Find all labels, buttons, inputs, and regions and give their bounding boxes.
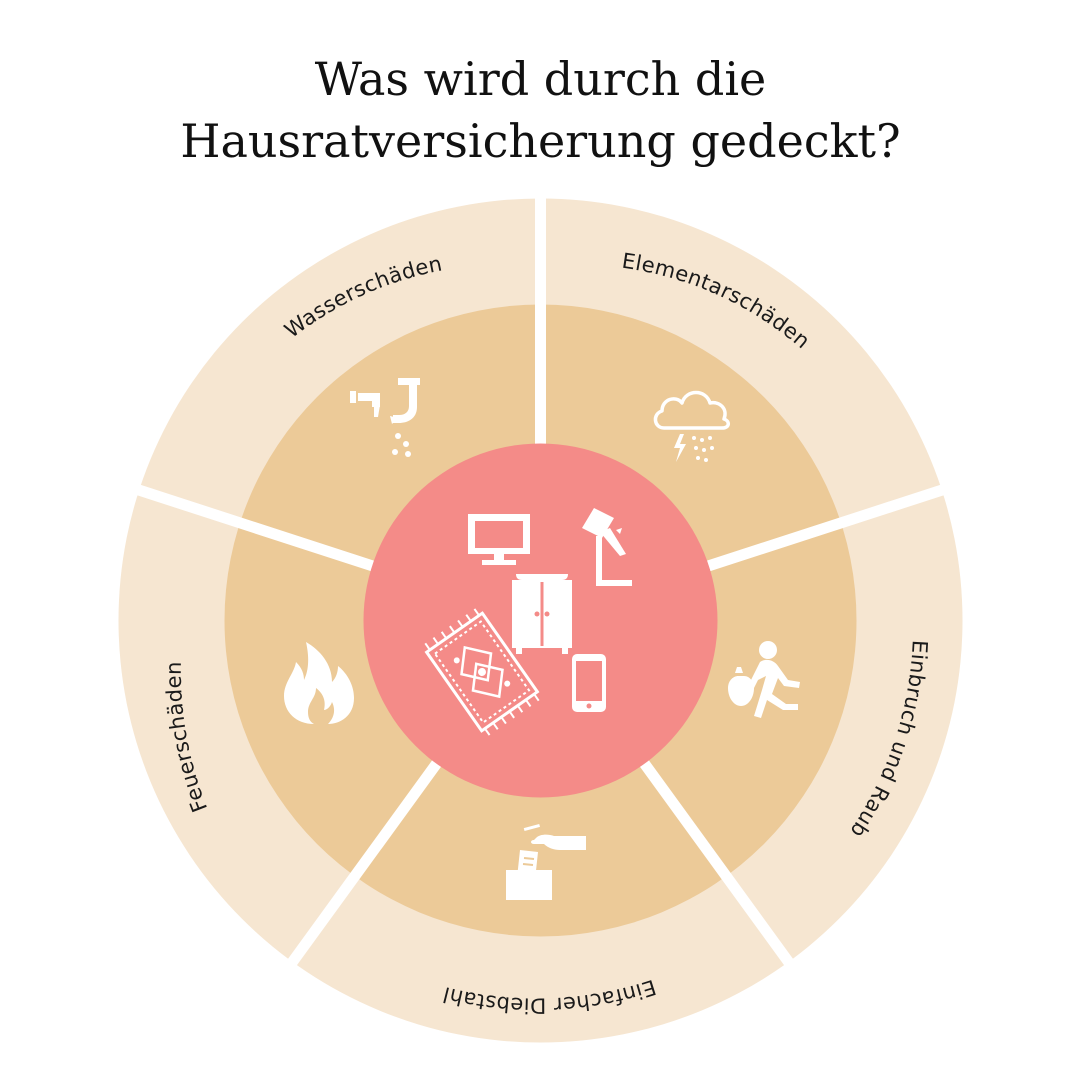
- burglar-icon: [728, 641, 800, 718]
- desk-lamp-icon: [582, 508, 632, 586]
- title-line-2: Hausratversicherung gedeckt?: [180, 114, 901, 168]
- fire-icon: [284, 642, 354, 724]
- tv-icon: [468, 514, 530, 565]
- storm-cloud-icon: [653, 390, 730, 462]
- smartphone-icon: [572, 654, 606, 712]
- stealing-hand-icon: [506, 823, 586, 900]
- title-line-1: Was wird durch die: [314, 52, 767, 106]
- wardrobe-icon: [512, 574, 572, 654]
- page-title: Was wird durch die Hausratversicherung g…: [0, 48, 1081, 172]
- broken-pipe-icon: [350, 378, 420, 457]
